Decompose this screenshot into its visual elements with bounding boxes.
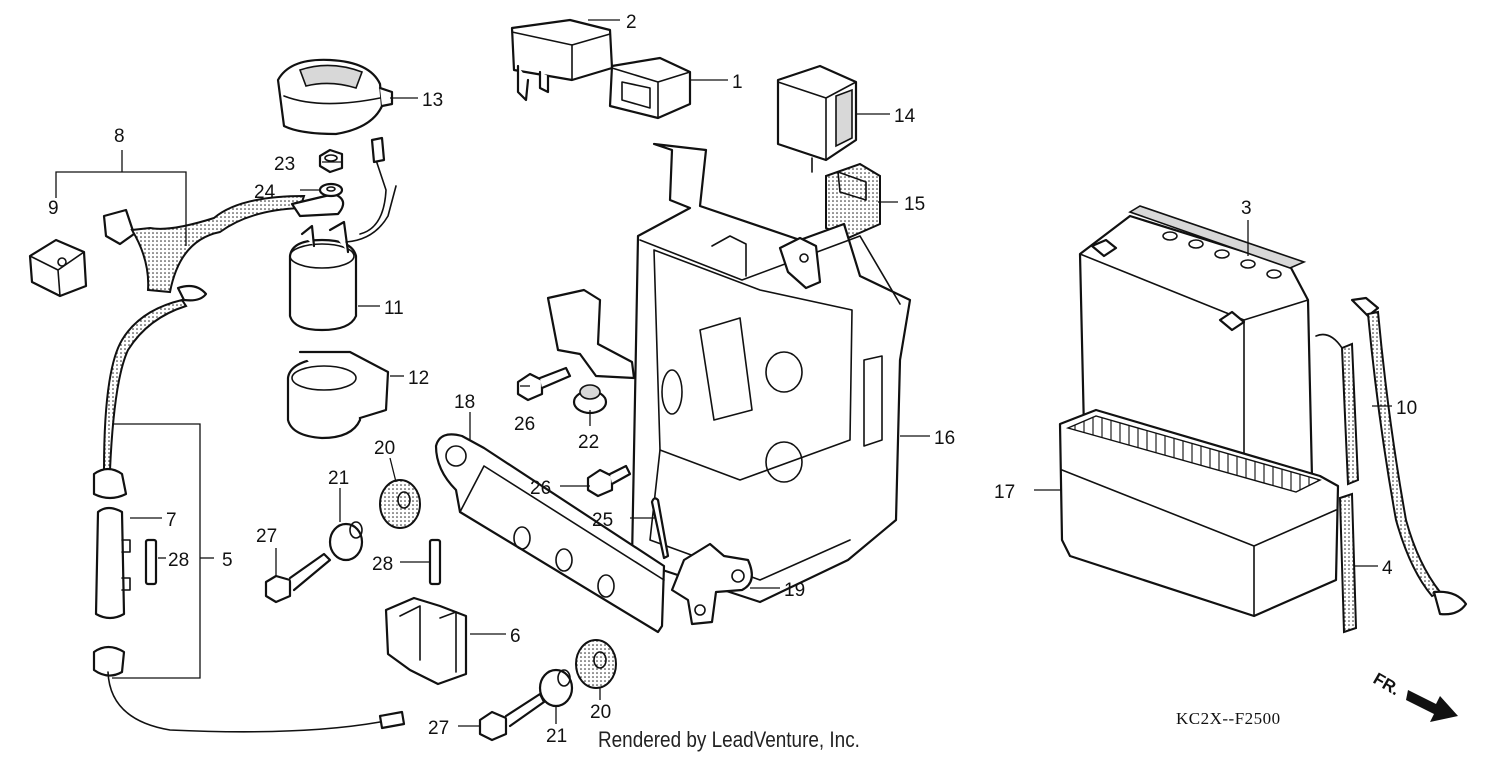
callout-6: 6 [510,626,521,647]
part-3-battery[interactable] [1078,205,1314,480]
callout-28-center: 28 [372,554,393,575]
callout-28-left: 28 [168,550,189,571]
callout-24: 24 [254,182,276,203]
part-20-grommet-upper[interactable] [379,479,421,529]
front-direction-indicator: FR. [1370,669,1458,722]
callout-2: 2 [626,12,637,33]
callout-23: 23 [274,154,295,175]
part-26-bolt-lower[interactable] [586,464,632,498]
part-2-cover[interactable] [510,18,614,102]
part-12-rubber-holder[interactable] [286,350,390,440]
callout-labels: 2 1 13 14 15 3 10 4 17 16 19 25 18 26 22… [48,12,1417,747]
callout-1: 1 [732,72,743,93]
callout-7: 7 [166,510,177,531]
part-26-bolt-upper[interactable] [516,366,572,402]
callout-9: 9 [48,198,59,219]
callout-8: 8 [114,126,125,147]
part-25-cotter-pin[interactable] [650,497,670,560]
callout-26-lower: 26 [530,478,551,499]
callout-17: 17 [994,482,1015,503]
part-21-collar-upper[interactable] [328,521,364,562]
part-13-terminal-cover[interactable] [276,58,394,136]
callout-25: 25 [592,510,613,531]
callout-3: 3 [1241,198,1252,219]
callout-11: 11 [384,298,404,319]
callout-21-upper: 21 [328,468,349,489]
part-4-breather-tube[interactable] [1315,333,1360,634]
render-credit: Rendered by LeadVenture, Inc. [598,727,860,752]
part-15-rubber-mount[interactable] [825,162,881,240]
part-24-washer[interactable] [318,182,344,198]
part-11-starter-relay[interactable] [288,136,397,332]
part-21-collar-lower[interactable] [538,668,574,708]
callout-15: 15 [904,194,925,215]
callout-13: 13 [422,90,443,111]
leader-lines [55,19,1392,727]
diagram-code: KC2X--F2500 [1176,709,1281,728]
part-9-boot[interactable] [28,238,88,298]
part-14-relay[interactable] [776,64,858,173]
callout-22: 22 [578,432,599,453]
callout-16: 16 [934,428,955,449]
callout-26-upper: 26 [514,414,535,435]
callout-14: 14 [894,106,916,127]
callout-4: 4 [1382,558,1393,579]
part-28-fuse-center[interactable] [428,538,442,586]
callout-12: 12 [408,368,429,389]
callout-27-lower: 27 [428,718,449,739]
part-22-grommet[interactable] [572,384,608,415]
callout-19: 19 [784,580,805,601]
callout-20-upper: 20 [374,438,395,459]
front-label: FR. [1370,669,1403,699]
callout-27-upper: 27 [256,526,277,547]
part-6-fuse-holder[interactable] [384,596,468,686]
part-1-holder[interactable] [608,56,692,120]
part-28-fuse-left[interactable] [144,538,158,586]
part-20-grommet-lower[interactable] [575,639,617,689]
part-23-nut[interactable] [318,148,344,174]
part-8-starter-cable[interactable] [102,192,345,294]
callout-20-lower: 20 [590,702,611,723]
part-27-bolt-lower[interactable] [478,692,546,742]
callout-5: 5 [222,550,233,571]
callout-21-lower: 21 [546,726,567,747]
part-19-bracket[interactable] [670,542,753,626]
front-arrow-icon [1406,690,1458,722]
callout-10: 10 [1396,398,1417,419]
part-18-band[interactable] [434,433,666,634]
part-27-bolt-upper[interactable] [264,552,332,604]
part-7-fuse-case[interactable] [94,506,131,620]
part-17-battery-case[interactable] [1058,408,1340,618]
part-5-fuse-cable[interactable] [92,284,406,733]
callout-18: 18 [454,392,475,413]
part-10-ground-cable[interactable] [1350,296,1468,616]
